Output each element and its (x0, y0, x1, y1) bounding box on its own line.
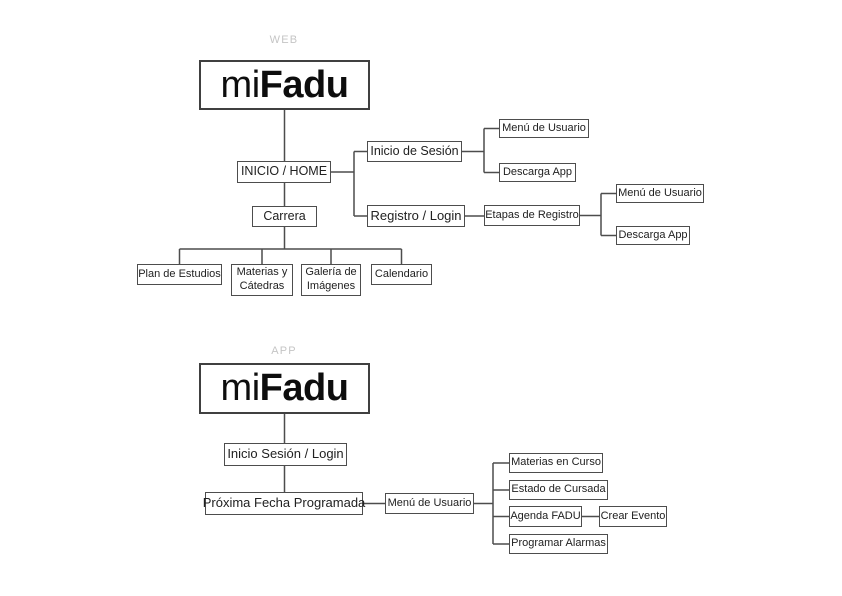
node-menu-de-usuario-sesion: Menú de Usuario (499, 119, 589, 138)
web-section-label: WEB (269, 34, 299, 46)
logo-text-regular: mi (220, 63, 261, 106)
node-materias-y-catedras: Materias y Cátedras (231, 264, 293, 296)
node-crear-evento: Crear Evento (599, 506, 667, 527)
node-galeria-de-imagenes: Galería de Imágenes (301, 264, 361, 296)
node-agenda-fadu: Agenda FADU (509, 506, 582, 527)
node-plan-de-estudios: Plan de Estudios (137, 264, 222, 285)
node-estado-de-cursada: Estado de Cursada (509, 480, 608, 500)
app-section-label: APP (271, 345, 297, 357)
node-calendario: Calendario (371, 264, 432, 285)
node-inicio-home: INICIO / HOME (237, 161, 331, 183)
node-registro-login: Registro / Login (367, 205, 465, 227)
logo-text-bold: Fadu (259, 63, 349, 106)
node-descarga-app-sesion: Descarga App (499, 163, 576, 182)
node-inicio-sesion-login: Inicio Sesión / Login (224, 443, 347, 466)
node-carrera: Carrera (252, 206, 317, 227)
node-proxima-fecha-programada: Próxima Fecha Programada (203, 492, 365, 515)
node-descarga-app-registro: Descarga App (616, 226, 690, 245)
node-menu-de-usuario-app: Menú de Usuario (385, 493, 474, 514)
logo-text-regular: mi (220, 367, 261, 409)
node-menu-de-usuario-registro: Menú de Usuario (616, 184, 704, 203)
node-materias-en-curso: Materias en Curso (509, 453, 603, 473)
node-etapas-de-registro: Etapas de Registro (484, 205, 580, 226)
node-inicio-de-sesion: Inicio de Sesión (367, 141, 462, 162)
logo-text-bold: Fadu (259, 367, 349, 409)
node-programar-alarmas: Programar Alarmas (509, 534, 608, 554)
